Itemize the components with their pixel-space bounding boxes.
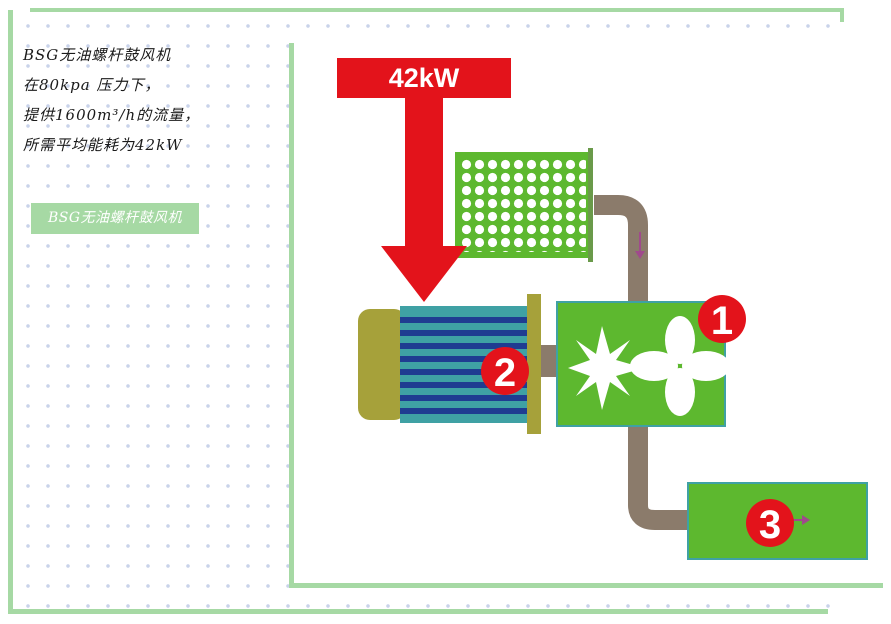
marker-3: 3 bbox=[746, 499, 794, 547]
product-tag: BSG无油螺杆鼓风机 bbox=[31, 203, 199, 234]
frame-bottom-border bbox=[8, 609, 828, 614]
description-text: BSG无油螺杆鼓风机 在80kpa 压力下， 提供1600m³/h的流量， 所需… bbox=[23, 40, 278, 160]
svg-text:3: 3 bbox=[759, 503, 781, 547]
card-bottom-border bbox=[289, 583, 883, 588]
blower-system-diagram: 42kW 1 bbox=[337, 58, 868, 560]
description-line-2: 在80kpa 压力下， bbox=[23, 76, 161, 94]
description-line-3: 提供1600m³/h的流量， bbox=[23, 106, 201, 124]
frame-corner bbox=[840, 8, 844, 22]
air-pipe bbox=[594, 195, 690, 530]
description-line-1: BSG无油螺杆鼓风机 bbox=[23, 46, 172, 64]
svg-text:1: 1 bbox=[711, 299, 733, 343]
frame-left-border bbox=[8, 10, 13, 614]
card-left-border bbox=[289, 43, 294, 588]
rotor-right-icon bbox=[630, 316, 730, 416]
marker-1: 1 bbox=[698, 295, 746, 343]
flow-arrow-icon bbox=[635, 232, 645, 259]
rotor-left-icon bbox=[568, 326, 644, 410]
power-arrow: 42kW bbox=[337, 58, 511, 302]
power-label: 42kW bbox=[389, 63, 460, 93]
svg-text:2: 2 bbox=[494, 351, 516, 395]
inlet-filter bbox=[455, 148, 593, 262]
blower-unit bbox=[556, 301, 730, 427]
marker-2: 2 bbox=[481, 347, 529, 395]
frame-top-border bbox=[30, 8, 844, 12]
motor bbox=[358, 294, 559, 434]
description-line-4: 所需平均能耗为42kW bbox=[23, 136, 183, 154]
